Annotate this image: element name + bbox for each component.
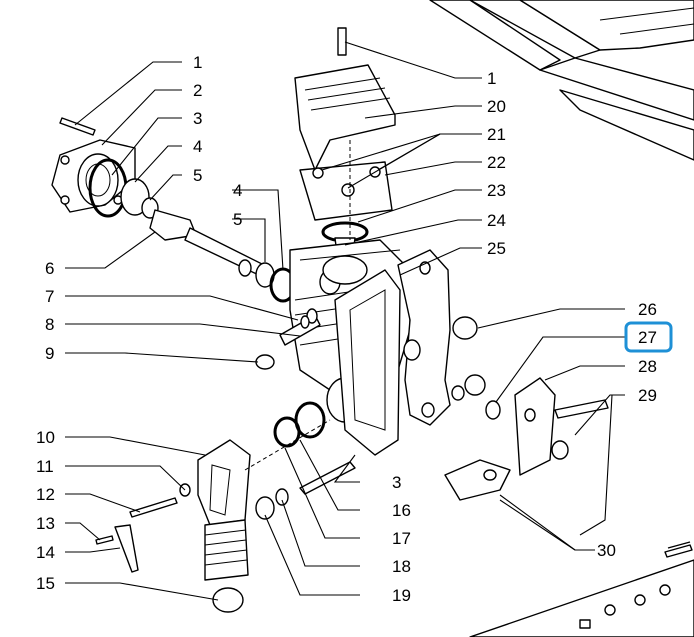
callout-5-lower: 5 bbox=[233, 210, 242, 229]
callout-21: 21 bbox=[487, 125, 506, 144]
valve-orings bbox=[255, 401, 356, 520]
callout-1-right: 1 bbox=[487, 69, 496, 88]
callout-23: 23 bbox=[487, 181, 506, 200]
callout-17: 17 bbox=[392, 529, 411, 548]
callout-19: 19 bbox=[392, 586, 411, 605]
callout-22: 22 bbox=[487, 153, 506, 172]
callout-2: 2 bbox=[193, 81, 202, 100]
callout-25: 25 bbox=[487, 239, 506, 258]
side-plate bbox=[334, 249, 451, 456]
callout-26: 26 bbox=[638, 300, 657, 319]
left-callouts: 1 2 3 4 5 4 5 6 7 8 9 10 11 12 13 14 15 bbox=[36, 53, 242, 593]
callout-9: 9 bbox=[45, 344, 54, 363]
frame-rails-top-right bbox=[429, 0, 694, 161]
callout-27-highlight bbox=[624, 321, 673, 353]
callout-28: 28 bbox=[638, 357, 657, 376]
callout-16: 16 bbox=[392, 501, 411, 520]
callout-18: 18 bbox=[392, 557, 411, 576]
callout-6: 6 bbox=[45, 259, 54, 278]
callout-3-bottom: 3 bbox=[392, 473, 401, 492]
callout-29: 29 bbox=[638, 386, 657, 405]
top-cover-assembly bbox=[294, 27, 396, 263]
callout-27: 27 bbox=[638, 328, 657, 347]
intake-assembly bbox=[95, 439, 251, 613]
callout-4-upper: 4 bbox=[193, 137, 202, 156]
callout-13: 13 bbox=[36, 514, 55, 533]
right-callouts: 1 20 21 22 23 24 25 26 27 28 29 30 3 16 … bbox=[392, 69, 657, 605]
callout-20: 20 bbox=[487, 97, 506, 116]
callout-1-left: 1 bbox=[193, 53, 202, 72]
callout-3-left: 3 bbox=[193, 109, 202, 128]
callout-11: 11 bbox=[36, 457, 54, 476]
shaft-assembly bbox=[149, 209, 297, 303]
left-flange-assembly bbox=[51, 117, 159, 219]
right-hardware bbox=[444, 316, 691, 549]
callout-4-lower: 4 bbox=[233, 181, 242, 200]
frame-rail-bottom-right bbox=[469, 544, 694, 637]
callout-5-upper: 5 bbox=[193, 166, 202, 185]
callout-15: 15 bbox=[36, 574, 55, 593]
callout-14: 14 bbox=[36, 543, 55, 562]
callout-30: 30 bbox=[597, 541, 616, 560]
callout-8: 8 bbox=[45, 315, 54, 334]
callout-24: 24 bbox=[487, 211, 506, 230]
callout-7: 7 bbox=[45, 287, 54, 306]
callout-12: 12 bbox=[36, 485, 55, 504]
leader-lines bbox=[65, 41, 625, 601]
callout-10: 10 bbox=[36, 428, 55, 447]
